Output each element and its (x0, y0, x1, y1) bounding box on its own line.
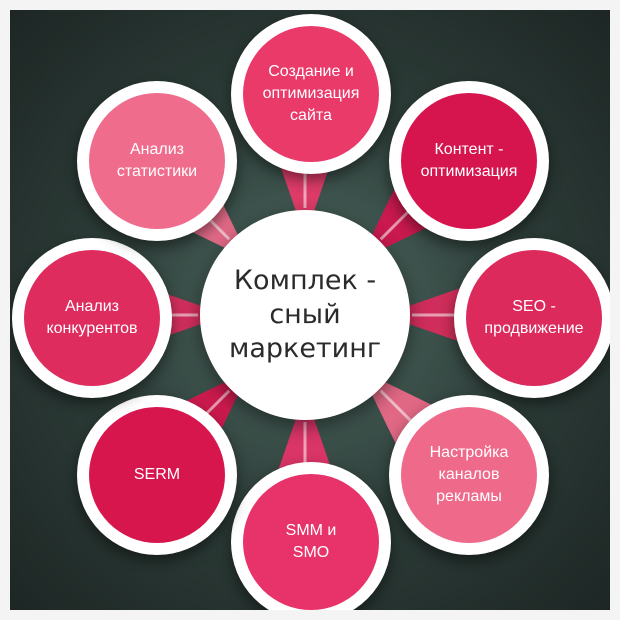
diagram-canvas: Создание и оптимизация сайта Контент - о… (10, 10, 610, 610)
node-fill: Настройка каналов рекламы (401, 407, 537, 543)
node-seo: SEO - продвижение (454, 238, 610, 398)
node-competitor-analysis: Анализ конкурентов (12, 238, 172, 398)
node-label: Создание и оптимизация сайта (262, 63, 360, 124)
node-fill: SMM и SMO (243, 474, 379, 610)
node-fill: Анализ конкурентов (24, 250, 160, 386)
node-fill: SEO - продвижение (466, 250, 602, 386)
node-label: Анализ статистики (116, 141, 198, 180)
node-fill: Контент - оптимизация (401, 93, 537, 229)
node-label: SMM и SMO (285, 522, 337, 561)
node-label: SEO - продвижение (484, 298, 584, 337)
node-serm: SERM (77, 395, 237, 555)
node-label: Контент - оптимизация (420, 141, 518, 180)
node-fill: Анализ статистики (89, 93, 225, 229)
node-fill: SERM (89, 407, 225, 543)
node-label: Настройка каналов рекламы (429, 444, 509, 505)
node-content-optimization: Контент - оптимизация (389, 81, 549, 241)
node-smm-smo: SMM и SMO (231, 462, 391, 610)
center-label: Комплек - сный маркетинг (228, 265, 382, 364)
node-fill: Создание и оптимизация сайта (243, 26, 379, 162)
node-website-optimization: Создание и оптимизация сайта (231, 14, 391, 174)
spoke-line (379, 389, 414, 424)
node-label: Анализ конкурентов (46, 298, 138, 337)
node-statistics-analysis: Анализ статистики (77, 81, 237, 241)
center-hub: Комплек - сный маркетинг (200, 210, 410, 420)
node-ad-channels: Настройка каналов рекламы (389, 395, 549, 555)
node-label: SERM (133, 466, 181, 483)
